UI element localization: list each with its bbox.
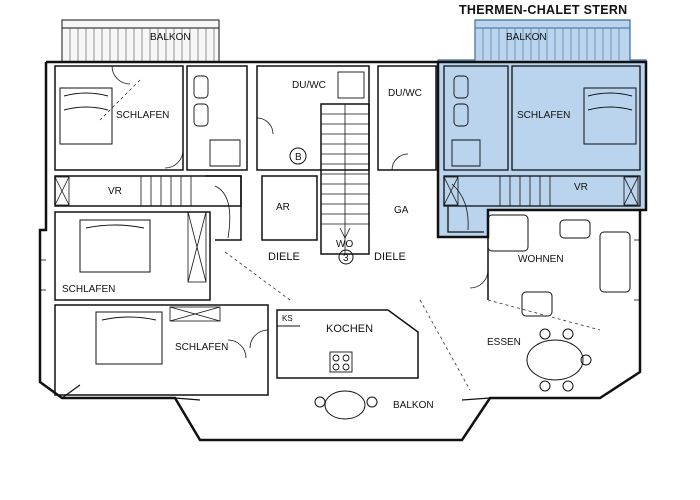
label-balkon-left: BALKON <box>150 32 191 43</box>
label-duwc-right: DU/WC <box>388 88 422 99</box>
living-furniture <box>314 214 631 420</box>
label-b-marker: B <box>295 152 302 163</box>
label-vr-left: VR <box>108 186 122 197</box>
label-ar: AR <box>276 202 290 213</box>
label-duwc-left: DU/WC <box>292 80 326 91</box>
bay-bottom <box>61 384 621 401</box>
kitchen-counter <box>277 325 353 373</box>
label-wohnen: WOHNEN <box>518 254 564 265</box>
highlighted-apartment <box>437 19 647 238</box>
label-vr-right: VR <box>574 182 588 193</box>
label-wo-number: 3 <box>343 253 349 264</box>
left-stair <box>140 176 231 239</box>
windows <box>40 239 640 301</box>
label-kochen: KOCHEN <box>326 323 373 335</box>
dashed-guides <box>99 79 601 391</box>
label-ga: GA <box>394 205 409 216</box>
balcony-top-left <box>61 19 220 63</box>
door-swings <box>111 65 489 359</box>
label-ks: KS <box>282 314 293 323</box>
bath-fixtures <box>193 71 481 167</box>
wo-marker-circle <box>338 249 354 265</box>
center-stair <box>321 104 369 254</box>
label-balkon-right: BALKON <box>506 32 547 43</box>
vr-window-boxes <box>54 176 639 322</box>
label-schlafen-top-right: SCHLAFEN <box>517 110 570 121</box>
right-stair <box>451 176 551 231</box>
b-marker-circle <box>289 147 307 165</box>
label-schlafen-bottom-left: SCHLAFEN <box>175 342 228 353</box>
label-wo: WO <box>336 239 353 250</box>
label-schlafen-mid-left: SCHLAFEN <box>62 284 115 295</box>
plan-title: THERMEN-CHALET STERN <box>459 3 628 17</box>
beds <box>59 87 637 365</box>
label-essen: ESSEN <box>487 337 521 348</box>
label-schlafen-top-left: SCHLAFEN <box>116 110 169 121</box>
label-balkon-bottom: BALKON <box>393 400 434 411</box>
label-diele-left: DIELE <box>268 251 300 263</box>
label-diele-right: DIELE <box>374 251 406 263</box>
